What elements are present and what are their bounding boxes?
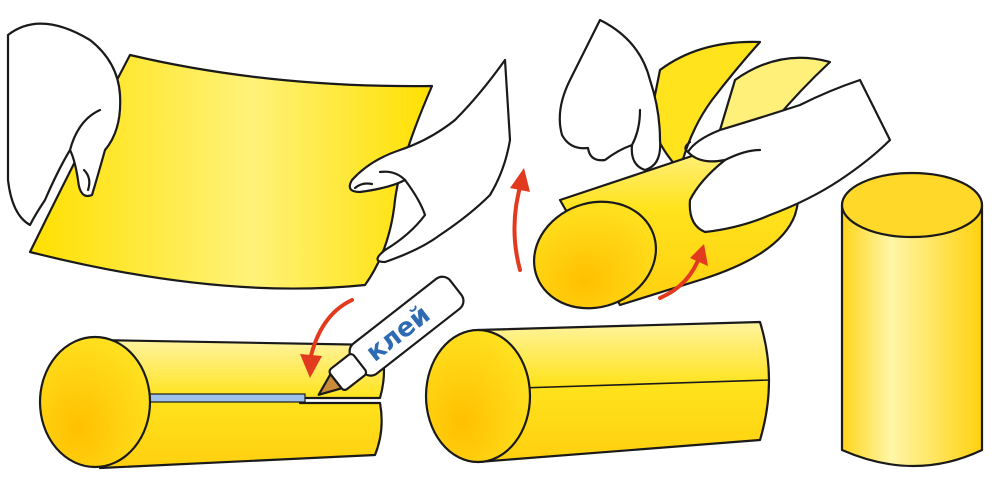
- curved-arrow-head: [510, 168, 530, 192]
- step-closed-cylinder: [424, 320, 771, 464]
- rolled-tube-end: [532, 200, 658, 310]
- paper-flap-back: [648, 40, 762, 172]
- curved-arrow-head: [690, 244, 708, 266]
- glue-strip: [144, 393, 306, 403]
- curved-arrow-icon: [308, 298, 354, 362]
- step-standing-cylinder: [840, 171, 984, 468]
- closed-cylinder-body: [476, 320, 771, 464]
- left-hand-icon: [6, 22, 122, 227]
- standing-cylinder-body: [840, 203, 984, 468]
- cylinder-seam-line: [519, 379, 771, 389]
- open-cylinder-end: [38, 335, 152, 469]
- left-hand-icon: [558, 18, 662, 172]
- standing-cylinder-top: [840, 171, 984, 239]
- step-sheet-of-paper: [6, 22, 512, 290]
- step-gluing-seam: клей: [38, 275, 465, 470]
- step-rolling-paper: [510, 18, 892, 310]
- closed-cylinder-end: [424, 328, 532, 464]
- right-hand-icon: [684, 78, 892, 234]
- curved-arrow-head: [300, 354, 322, 378]
- right-hand-icon: [348, 58, 512, 264]
- yellow-paper-sheet: [28, 53, 434, 290]
- curved-arrow-icon: [512, 178, 524, 272]
